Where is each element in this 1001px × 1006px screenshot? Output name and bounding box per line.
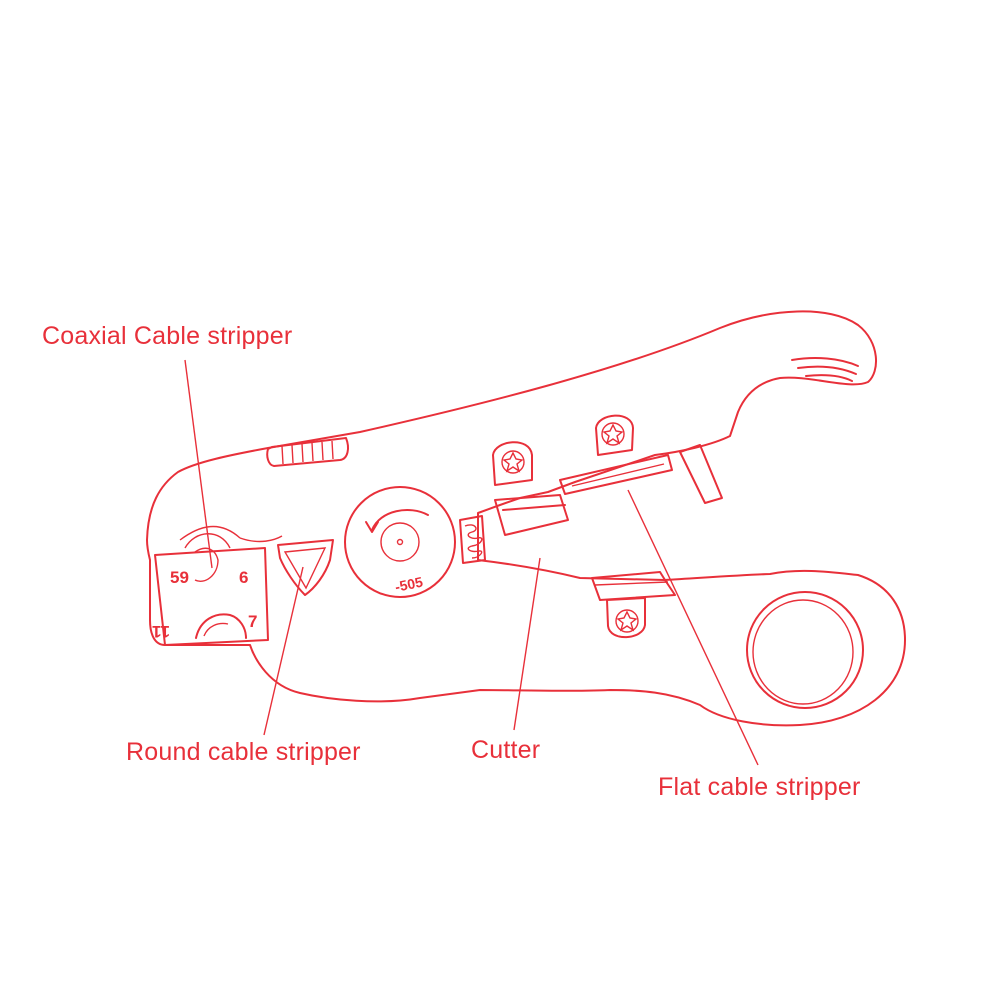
coaxial-window: 59 6 11 7	[152, 533, 269, 646]
round-stripper-notch	[277, 539, 334, 596]
marking-6: 6	[239, 568, 248, 587]
tool-body-outline	[146, 310, 906, 727]
thumb-grip	[266, 437, 349, 467]
leader-lines	[184, 359, 759, 766]
label-flat-cable-stripper: Flat cable stripper	[658, 773, 861, 801]
label-round-cable-stripper: Round cable stripper	[126, 738, 361, 766]
screw-upper-right	[595, 414, 634, 456]
leader-coaxial	[184, 359, 213, 569]
cutter-dial: -505	[344, 486, 456, 598]
leader-flat	[627, 489, 759, 766]
screw-upper-left	[492, 441, 533, 486]
leader-cutter	[513, 557, 541, 731]
label-cutter: Cutter	[471, 736, 541, 764]
leader-round	[263, 566, 304, 736]
label-coaxial-cable-stripper: Coaxial Cable stripper	[42, 322, 293, 350]
blade-holder	[494, 494, 569, 536]
flat-stripper-slot	[559, 444, 723, 601]
marking-59: 59	[170, 568, 189, 587]
finger-ring	[746, 591, 864, 709]
marking-7: 7	[248, 612, 257, 631]
dial-marking: -505	[393, 573, 424, 595]
screw-lower	[606, 597, 646, 639]
handle-slots	[791, 357, 859, 382]
spring	[459, 515, 486, 564]
body-inner-line	[179, 525, 283, 543]
marking-11: 11	[152, 622, 170, 641]
